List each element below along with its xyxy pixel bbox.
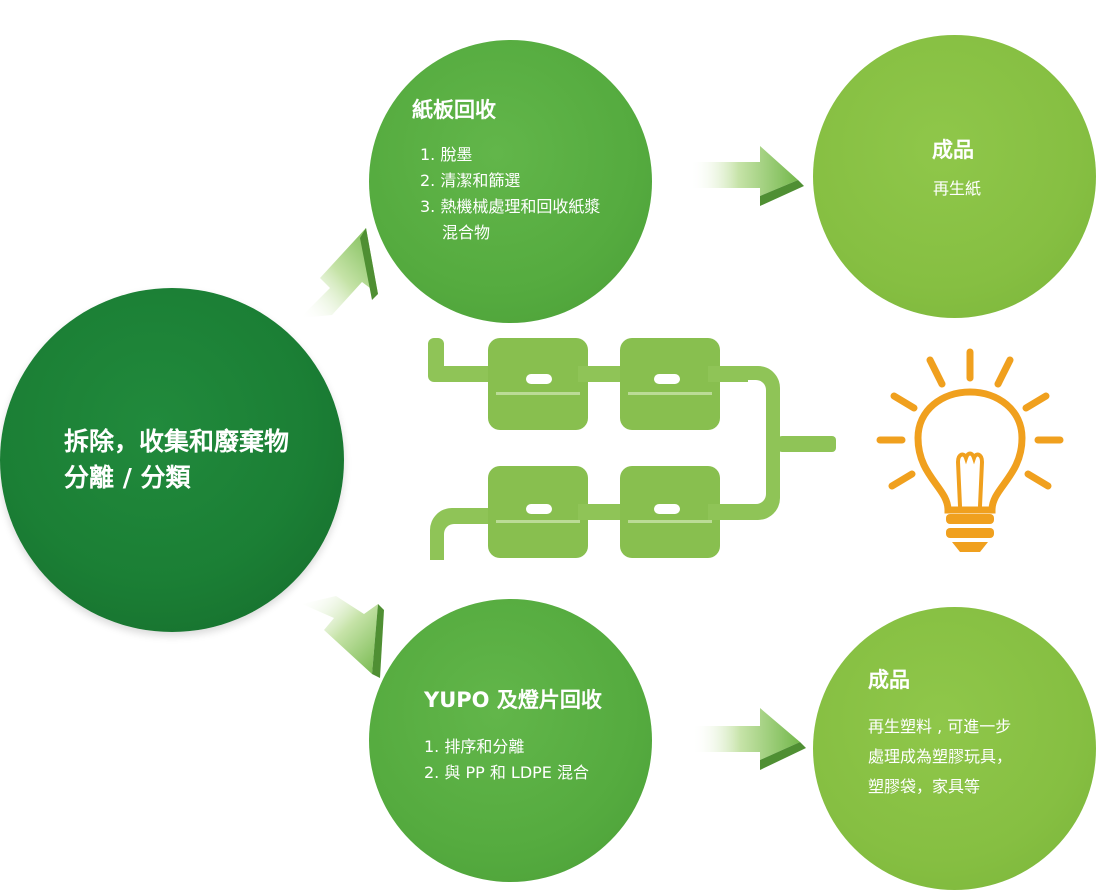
pipe-system-icon	[428, 338, 836, 560]
yupo-title: YUPO 及燈片回收	[424, 688, 602, 712]
paper-step-cont: 混合物	[442, 223, 491, 242]
paper-step: 1. 脫墨	[420, 145, 473, 164]
product-bottom-title: 成品	[868, 668, 910, 692]
yupo-recycling-circle	[369, 599, 652, 882]
arrow-icon	[302, 596, 384, 678]
product-top-title: 成品	[932, 138, 974, 162]
product-top-text: 再生紙	[933, 179, 982, 198]
main-line-2: 分離 / 分類	[64, 463, 191, 492]
product-bottom-line: 再生塑料 , 可進一步	[868, 717, 1012, 736]
main-line-1: 拆除，收集和廢棄物	[64, 427, 290, 456]
yupo-step: 2. 與 PP 和 LDPE 混合	[424, 763, 589, 782]
product-top-circle	[813, 35, 1096, 318]
main-process-label: 拆除，收集和廢棄物 分離 / 分類	[64, 424, 289, 496]
paper-recycling-circle	[369, 40, 652, 323]
arrow-icon	[300, 228, 378, 318]
arrow-icon	[690, 146, 804, 206]
arrow-icon	[692, 708, 806, 770]
product-bottom-line: 處理成為塑膠玩具，	[868, 747, 1013, 766]
product-bottom-circle	[813, 607, 1096, 890]
main-process-circle	[0, 288, 344, 632]
lightbulb-icon	[876, 348, 1064, 552]
yupo-steps: 1. 排序和分離 2. 與 PP 和 LDPE 混合	[424, 734, 589, 786]
product-bottom-text: 再生塑料 , 可進一步 處理成為塑膠玩具， 塑膠袋，家具等	[868, 712, 1012, 802]
paper-title: 紙板回收	[412, 98, 496, 122]
paper-step: 2. 清潔和篩選	[420, 171, 521, 190]
paper-steps: 1. 脫墨 2. 清潔和篩選 3. 熱機械處理和回收紙漿 混合物	[420, 142, 600, 246]
yupo-step: 1. 排序和分離	[424, 737, 525, 756]
product-bottom-line: 塑膠袋，家具等	[868, 777, 981, 796]
paper-step: 3. 熱機械處理和回收紙漿	[420, 197, 601, 216]
